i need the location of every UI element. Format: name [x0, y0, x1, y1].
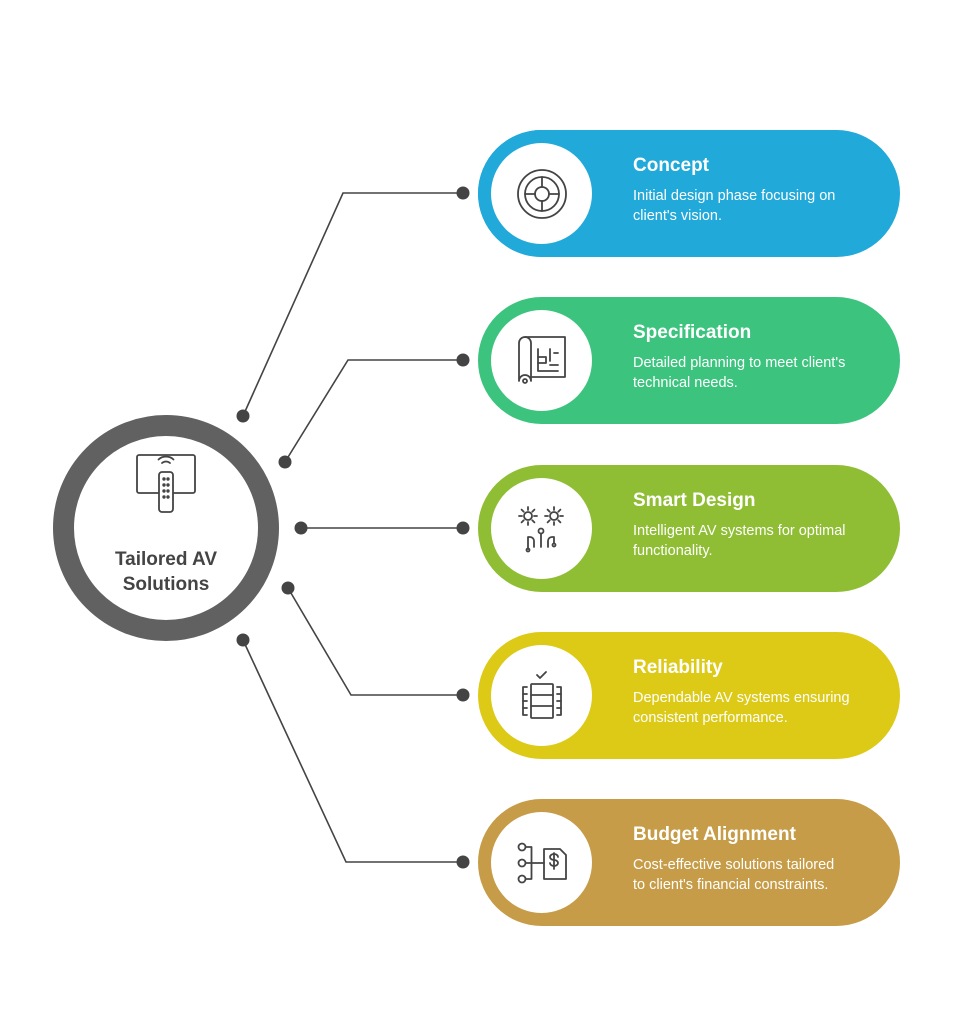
item-title: Reliability: [633, 657, 723, 678]
item-text: Specification Detailed planning to meet …: [633, 321, 850, 393]
item-description: Cost-effective solutions tailored to cli…: [633, 857, 835, 893]
item-concept: Concept Initial design phase focusing on…: [478, 130, 900, 257]
connector-dot: [294, 521, 308, 535]
connector-concept: [242, 192, 463, 417]
connector-dot: [236, 409, 250, 423]
connector-dot: [456, 855, 470, 869]
blueprint-icon: [517, 335, 566, 384]
connector-specification: [284, 359, 463, 463]
icon-badge: [491, 645, 592, 746]
gears-circuit-icon: [517, 505, 564, 552]
item-title: Budget Alignment: [633, 824, 796, 845]
icon-badge: [491, 812, 592, 913]
target-compass-icon: [516, 168, 567, 219]
item-text: Smart Design Intelligent AV systems for …: [633, 489, 850, 561]
server-check-icon: [521, 670, 562, 719]
item-budget-alignment: Budget Alignment Cost-effective solution…: [478, 799, 900, 926]
item-reliability: Reliability Dependable AV systems ensuri…: [478, 632, 900, 759]
connector-dot: [456, 353, 470, 367]
item-description: Dependable AV systems ensuring consisten…: [633, 690, 850, 726]
item-description: Intelligent AV systems for optimal funct…: [633, 523, 846, 559]
connector-budget: [242, 639, 463, 863]
item-text: Budget Alignment Cost-effective solution…: [633, 823, 850, 895]
connector-dot: [236, 633, 250, 647]
icon-badge: [491, 143, 592, 244]
connector-dot: [456, 521, 470, 535]
item-description: Initial design phase focusing on client'…: [633, 188, 836, 224]
connector-dot: [278, 455, 292, 469]
icon-badge: [491, 478, 592, 579]
item-smart-design: Smart Design Intelligent AV systems for …: [478, 465, 900, 592]
connector-dot: [281, 581, 295, 595]
hub-label: Tailored AV Solutions: [114, 549, 218, 595]
remote-control-screen-icon: [136, 454, 196, 513]
item-text: Concept Initial design phase focusing on…: [633, 154, 850, 226]
budget-flow-icon: [517, 842, 567, 883]
item-text: Reliability Dependable AV systems ensuri…: [633, 656, 850, 728]
item-specification: Specification Detailed planning to meet …: [478, 297, 900, 424]
item-description: Detailed planning to meet client's techn…: [633, 355, 846, 391]
item-title: Specification: [633, 322, 752, 343]
item-title: Smart Design: [633, 490, 756, 511]
item-title: Concept: [633, 155, 709, 176]
connector-dot: [456, 186, 470, 200]
icon-badge: [491, 310, 592, 411]
hub-circle: Tailored AV Solutions: [53, 415, 279, 641]
connector-reliability: [287, 587, 463, 696]
connector-dot: [456, 688, 470, 702]
